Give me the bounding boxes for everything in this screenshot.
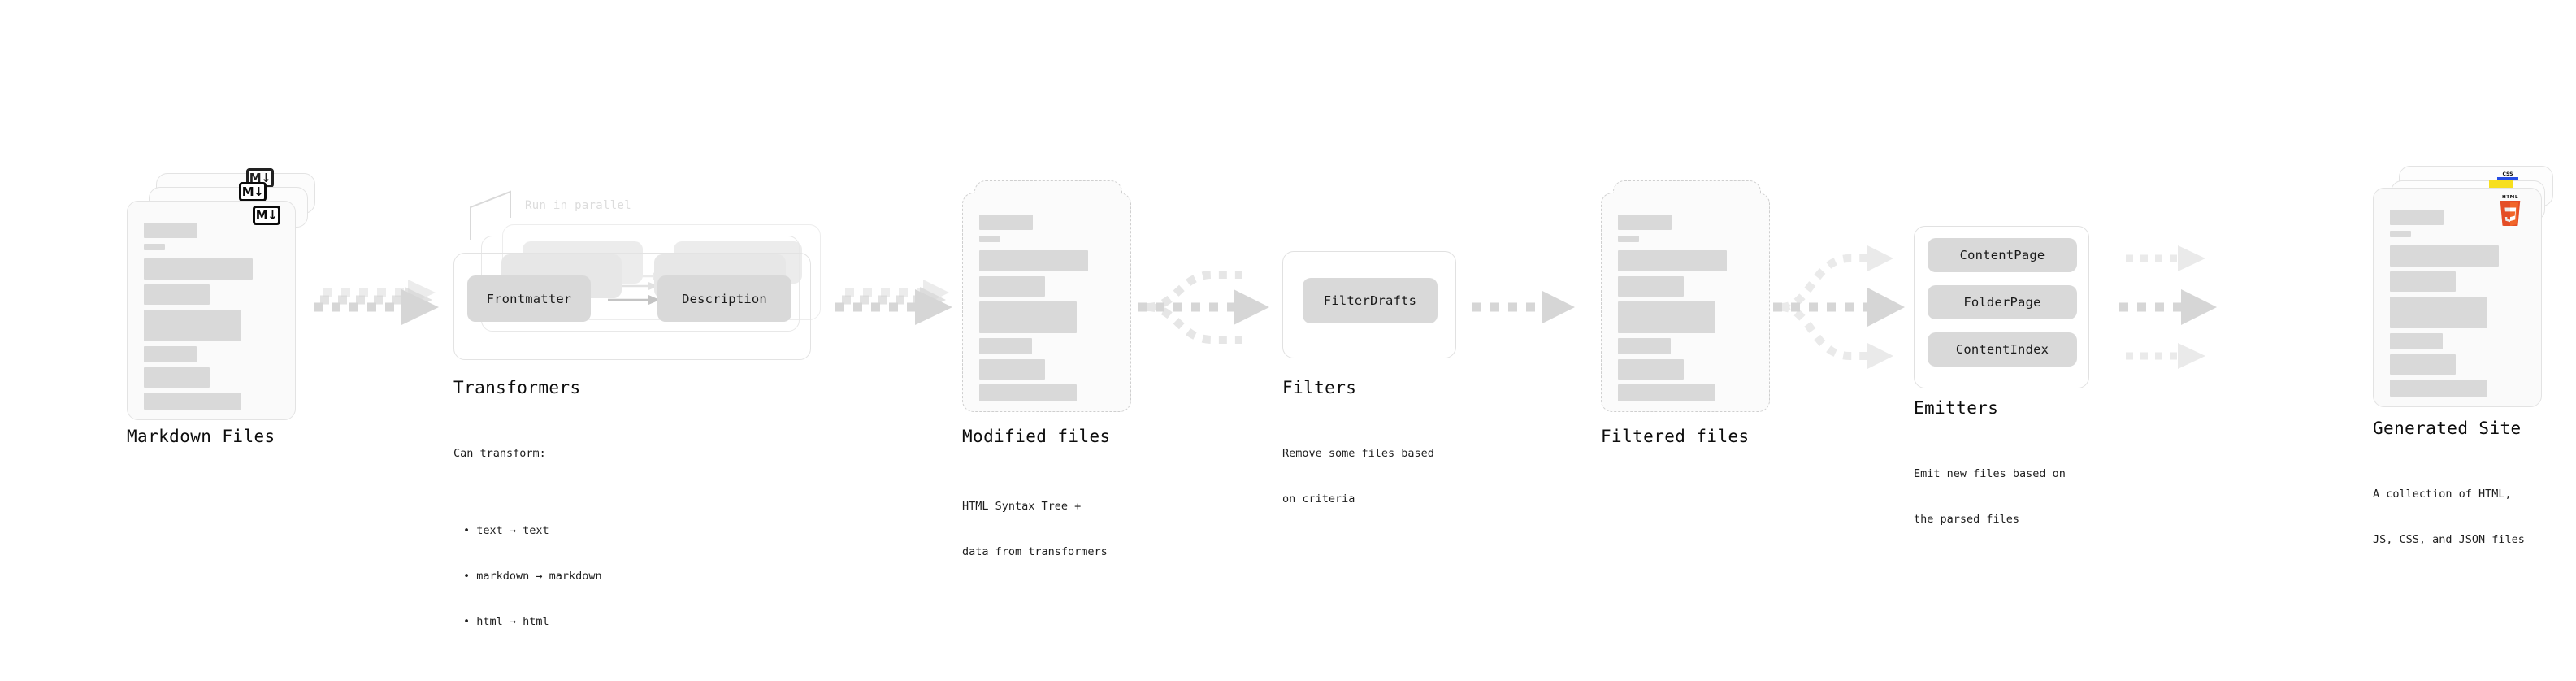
skeleton-bar — [1618, 384, 1715, 401]
transformer-pill-frontmatter[interactable]: Frontmatter — [467, 275, 591, 322]
generated-site-card-front[interactable] — [2373, 188, 2542, 407]
generated-site-subtitle-line-1: JS, CSS, and JSON files — [2373, 533, 2525, 547]
emitters-subtitle-line-0: Emit new files based on — [1914, 467, 2066, 481]
modified-files-subtitle-line-0: HTML Syntax Tree + — [962, 500, 1082, 514]
modified-file-card-front[interactable] — [962, 193, 1131, 412]
stage-title-generated-site: Generated Site — [2373, 419, 2522, 438]
stage-subtitle-transformers: Can transform: • text → text • markdown … — [453, 416, 602, 681]
skeleton-bar — [144, 367, 210, 388]
skeleton-bar — [979, 250, 1088, 271]
emitters-subtitle-line-1: the parsed files — [1914, 513, 2020, 527]
skeleton-bar — [979, 338, 1032, 354]
stage-subtitle-filters: Remove some files based on criteria — [1282, 416, 1434, 537]
connector-filters-to-filtered — [1472, 291, 1575, 323]
filters-panel-box[interactable]: FilterDrafts — [1282, 251, 1456, 358]
skeleton-bar — [144, 258, 253, 280]
emitter-pill-contentindex[interactable]: ContentIndex — [1928, 332, 2077, 367]
skeleton-bar — [2390, 231, 2411, 237]
markdown-logo-icon-back: M↓ — [246, 168, 274, 188]
skeleton-bar — [979, 301, 1077, 333]
transformers-subtitle-line-1: • text → text — [463, 524, 549, 538]
run-in-parallel-note: Run in parallel — [525, 199, 631, 212]
stage-title-markdown-files: Markdown Files — [127, 427, 275, 446]
stage-title-emitters: Emitters — [1914, 398, 1999, 418]
emitters-panel[interactable]: ContentPage FolderPage ContentIndex — [1914, 226, 2089, 388]
skeleton-bar — [144, 223, 197, 238]
markdown-logo-icon-mid: M↓ — [239, 182, 267, 202]
emitter-pill-contentpage[interactable]: ContentPage — [1928, 238, 2077, 272]
markdown-logo-icon: M↓ — [253, 206, 280, 225]
transformers-subtitle-line-0: Can transform: — [453, 447, 546, 461]
skeleton-bar — [1618, 236, 1639, 242]
skeleton-bar — [2390, 210, 2444, 225]
connector-emitters-to-site — [2119, 245, 2217, 369]
skeleton-bar — [144, 284, 210, 305]
stage-title-filters: Filters — [1282, 378, 1357, 397]
svg-text:HTML: HTML — [2502, 195, 2518, 200]
skeleton-bar — [1618, 215, 1672, 230]
skeleton-bar — [1618, 338, 1671, 354]
skeleton-bar — [1618, 359, 1684, 380]
stage-title-filtered-files: Filtered files — [1601, 427, 1750, 446]
skeleton-bar — [144, 393, 241, 410]
stage-title-modified-files: Modified files — [962, 427, 1111, 446]
stage-title-transformers: Transformers — [453, 378, 581, 397]
skeleton-bar — [2390, 297, 2487, 328]
html5-logo-icon: HTML — [2500, 195, 2521, 226]
skeleton-bar — [2390, 271, 2456, 292]
transformers-subtitle-line-2: • markdown → markdown — [463, 570, 602, 583]
connector-modified-to-filters — [1138, 271, 1269, 344]
css-badge-label: CSS — [2502, 171, 2513, 177]
filtered-file-card-front[interactable] — [1601, 193, 1770, 412]
skeleton-bar — [144, 310, 241, 341]
transformers-subtitle-line-3: • html → html — [463, 615, 549, 629]
skeleton-bar — [979, 215, 1033, 230]
emitter-pill-folderpage[interactable]: FolderPage — [1928, 285, 2077, 319]
markdown-file-card-front[interactable] — [127, 201, 296, 420]
connector-md-to-transformers — [314, 280, 439, 325]
connector-filtered-to-emitters — [1773, 245, 1905, 369]
skeleton-bar — [1618, 276, 1684, 297]
generated-site-subtitle-line-0: A collection of HTML, — [2373, 488, 2512, 501]
filter-pill-filterdrafts[interactable]: FilterDrafts — [1303, 278, 1438, 323]
skeleton-bar — [144, 346, 197, 362]
stage-subtitle-modified-files: HTML Syntax Tree + data from transformer… — [962, 469, 1108, 590]
skeleton-bar — [2390, 333, 2443, 349]
skeleton-bar — [2390, 380, 2487, 397]
skeleton-bar — [979, 236, 1000, 242]
stage-subtitle-emitters: Emit new files based on the parsed files — [1914, 436, 2066, 557]
transformer-panel[interactable]: Frontmatter Description — [453, 253, 811, 360]
skeleton-bar — [1618, 301, 1715, 333]
stage-subtitle-generated-site: A collection of HTML, JS, CSS, and JSON … — [2373, 457, 2525, 578]
transformer-pill-description[interactable]: Description — [657, 275, 791, 322]
skeleton-bar — [979, 384, 1077, 401]
skeleton-bar — [2390, 245, 2499, 267]
skeleton-bar — [979, 276, 1045, 297]
skeleton-bar — [144, 244, 165, 250]
skeleton-bar — [1618, 250, 1727, 271]
modified-files-subtitle-line-1: data from transformers — [962, 545, 1108, 559]
filters-subtitle-line-0: Remove some files based — [1282, 447, 1434, 461]
filters-subtitle-line-1: on criteria — [1282, 492, 1355, 506]
skeleton-bar — [979, 359, 1045, 380]
skeleton-bar — [2390, 354, 2456, 375]
connector-transformers-to-modified — [835, 280, 952, 325]
